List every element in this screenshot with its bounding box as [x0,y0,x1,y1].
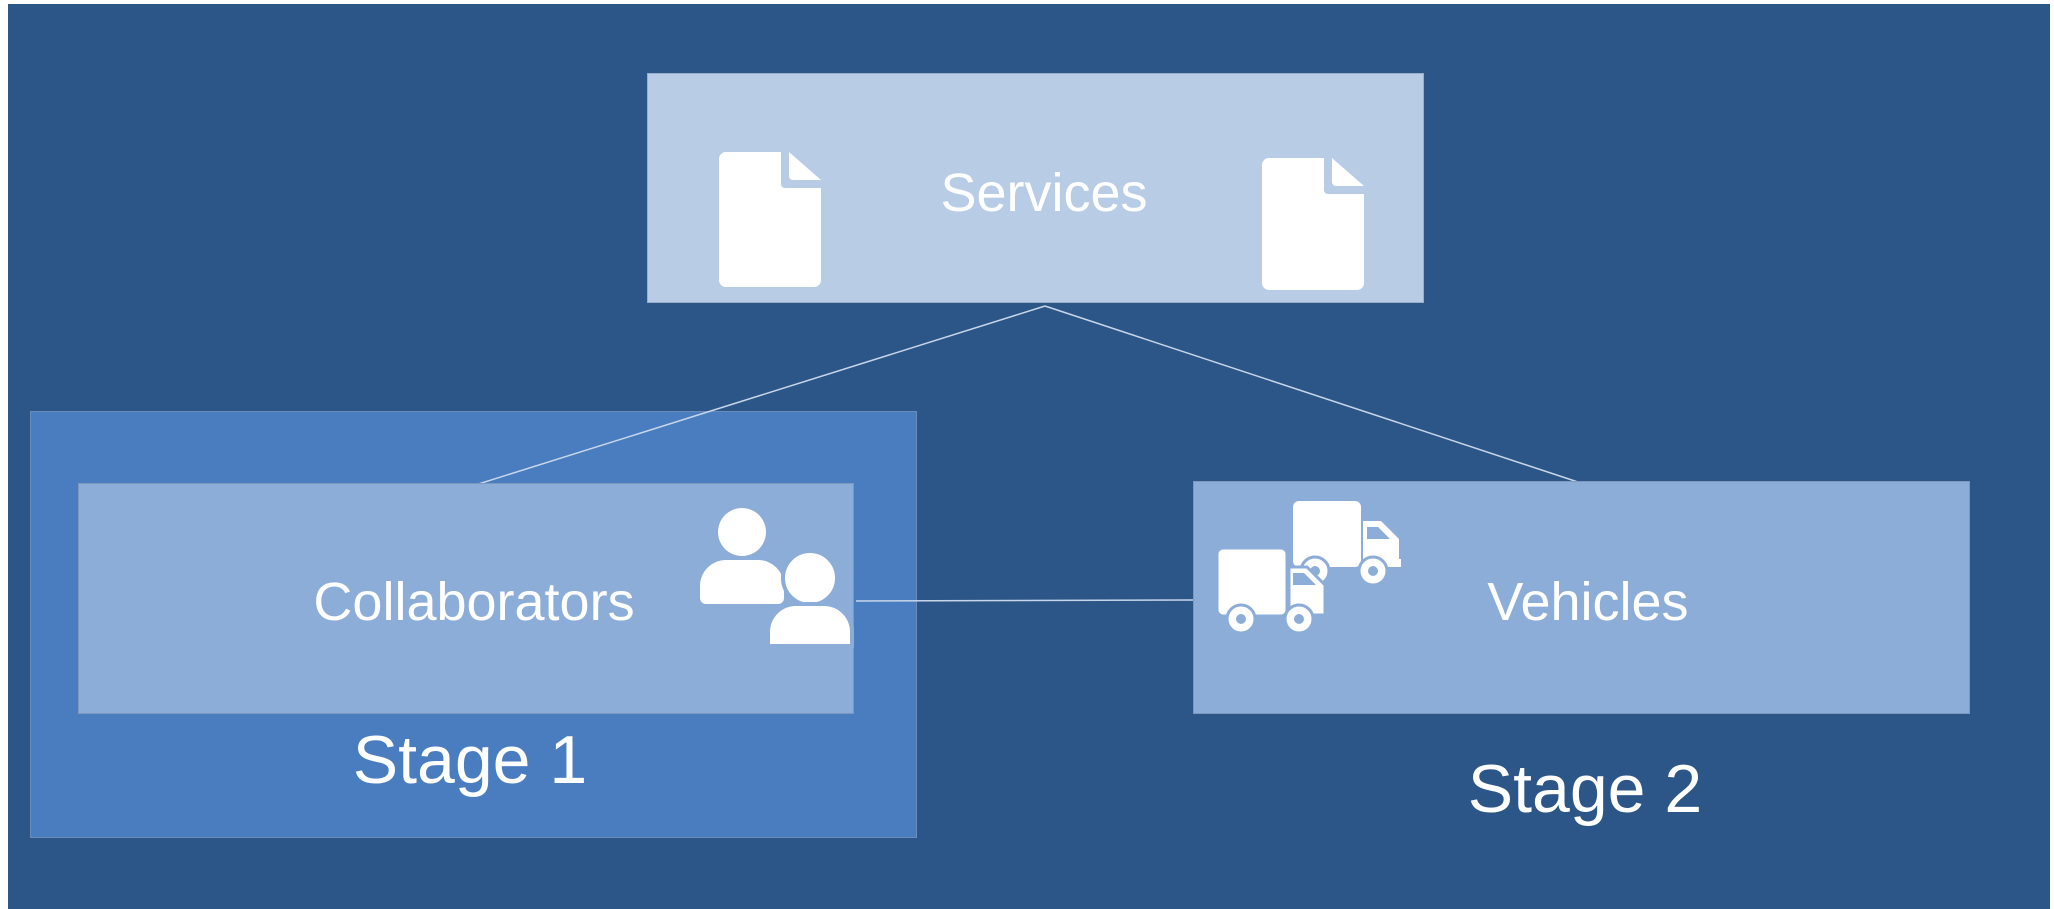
edge-services-collaborators [471,305,1046,487]
trucks-icon [1215,501,1401,635]
edge-collaborators-vehicles [855,599,1196,602]
services-label: Services [940,163,1148,223]
stage-2-label: Stage 2 [1467,751,1703,827]
edge-services-vehicles [1044,305,1591,487]
stage-1-label: Stage 1 [352,722,588,798]
collaborators-label: Collaborators [313,572,635,632]
document-icon [1262,158,1364,290]
document-icon [719,152,821,287]
users-icon [700,508,854,648]
vehicles-label: Vehicles [1487,572,1689,632]
